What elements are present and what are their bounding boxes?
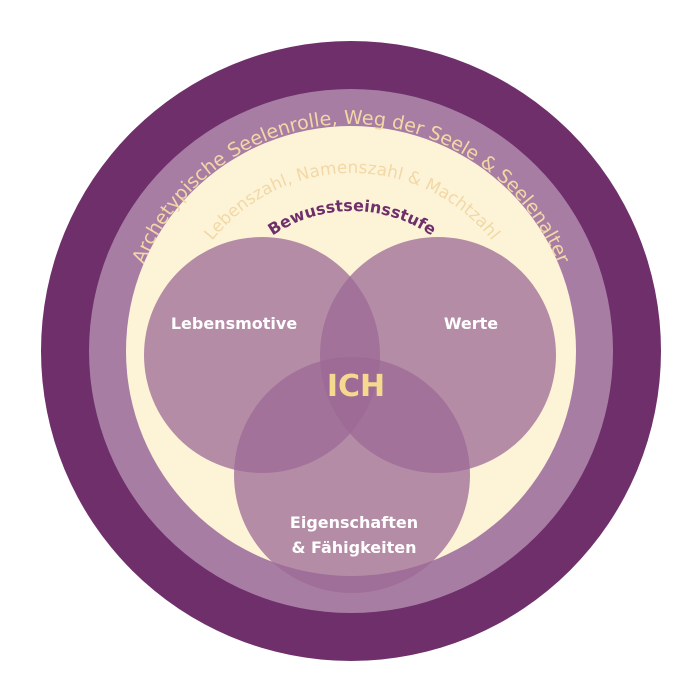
venn-circles [144,237,556,593]
venn-label-werte: Werte [444,314,498,333]
center-label-ich: ICH [327,369,385,404]
venn-label-eigenschaften-line2: & Fähigkeiten [291,538,416,557]
venn-circle-eigenschaften [234,357,470,593]
venn-label-eigenschaften-line1: Eigenschaften [290,513,418,532]
venn-label-lebensmotive: Lebensmotive [171,314,297,333]
